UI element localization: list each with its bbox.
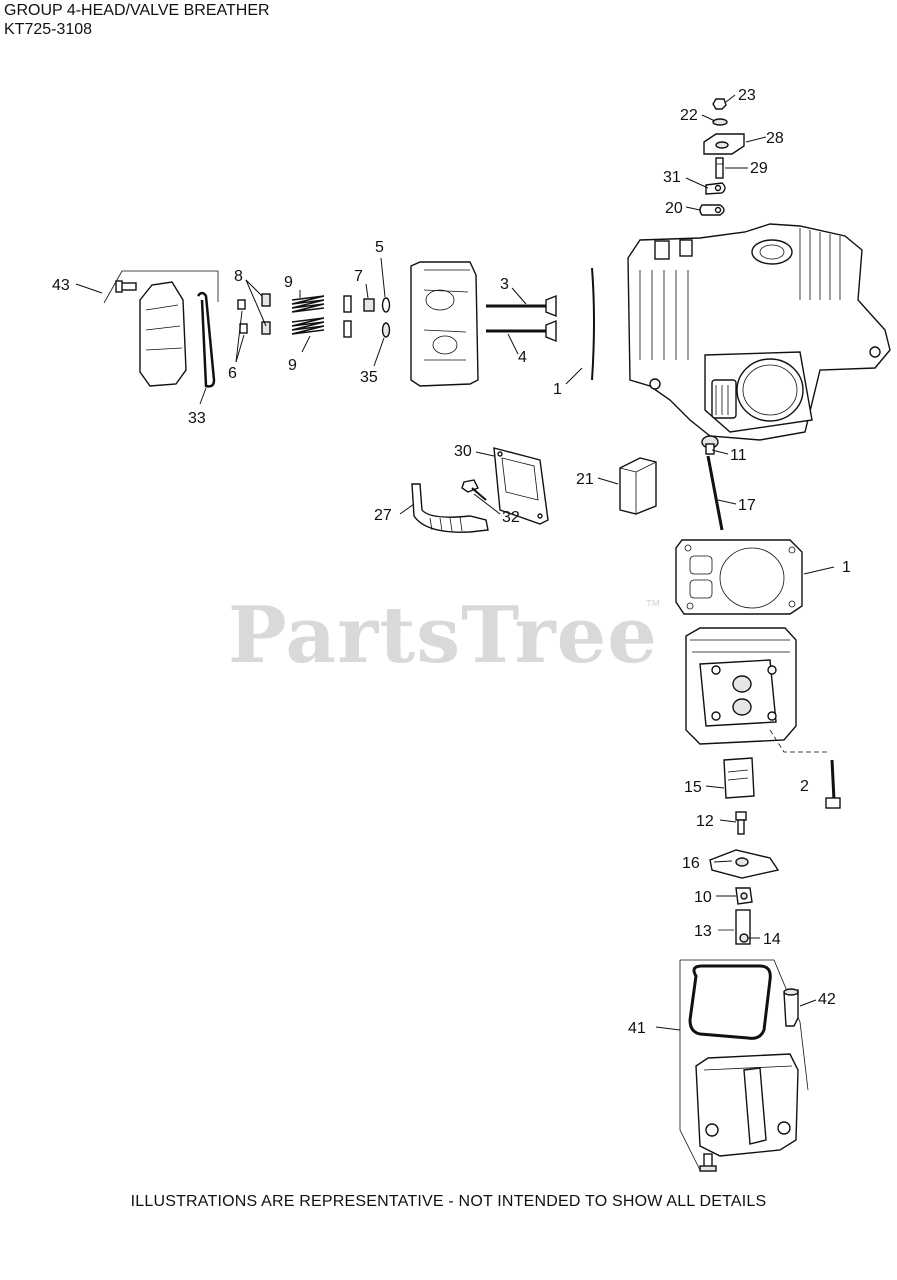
- part-9-valve-spring-lower[interactable]: [291, 317, 325, 335]
- engine-block[interactable]: [627, 223, 891, 441]
- callout-12[interactable]: 12: [696, 813, 714, 830]
- callout-13[interactable]: 13: [694, 923, 712, 940]
- callout-1-gasket-edge[interactable]: 1: [553, 381, 562, 398]
- callout-15[interactable]: 15: [684, 779, 702, 796]
- part-31-bracket[interactable]: [705, 182, 726, 195]
- part-15-guide-plate[interactable]: [723, 757, 755, 799]
- valve-guides[interactable]: [343, 295, 352, 338]
- part-5-seal[interactable]: [381, 297, 391, 313]
- part-11-lifter[interactable]: [701, 435, 719, 455]
- part-17-push-rod[interactable]: [706, 455, 724, 531]
- part-21-filter[interactable]: [619, 457, 657, 515]
- part-16-rocker-arm[interactable]: [709, 849, 780, 879]
- callout-6[interactable]: 6: [228, 365, 237, 382]
- callout-28[interactable]: 28: [766, 130, 784, 147]
- part-8-keeper[interactable]: [261, 293, 271, 335]
- diagram-title: GROUP 4-HEAD/VALVE BREATHER: [4, 2, 270, 19]
- cylinder-head-side-view[interactable]: [410, 261, 479, 387]
- part-14-nut[interactable]: [739, 933, 749, 943]
- callout-5[interactable]: 5: [375, 239, 384, 256]
- part-32-bolt[interactable]: [461, 479, 487, 501]
- watermark-trademark: ™: [645, 598, 661, 615]
- part-4-exhaust-valve[interactable]: [486, 319, 557, 343]
- callout-14[interactable]: 14: [763, 931, 781, 948]
- part-1-head-gasket[interactable]: [675, 539, 803, 615]
- part-9-valve-spring-upper[interactable]: [291, 295, 325, 313]
- part-2-head-bolt[interactable]: [769, 729, 841, 809]
- part-43-breather-cover[interactable]: [103, 270, 219, 387]
- callout-33[interactable]: 33: [188, 410, 206, 427]
- part-27-breather-hose[interactable]: [411, 483, 489, 533]
- callout-9-upper[interactable]: 9: [284, 274, 293, 291]
- callout-21[interactable]: 21: [576, 471, 594, 488]
- callout-29[interactable]: 29: [750, 160, 768, 177]
- callout-41[interactable]: 41: [628, 1020, 646, 1037]
- part-30-breather-plate[interactable]: [493, 447, 549, 525]
- callout-17[interactable]: 17: [738, 497, 756, 514]
- callout-10[interactable]: 10: [694, 889, 712, 906]
- callout-35[interactable]: 35: [360, 369, 378, 386]
- callout-7[interactable]: 7: [354, 268, 363, 285]
- callout-16[interactable]: 16: [682, 855, 700, 872]
- part-20-washer[interactable]: [699, 204, 725, 216]
- callout-30[interactable]: 30: [454, 443, 472, 460]
- model-number: KT725-3108: [4, 21, 93, 38]
- part-10-pivot[interactable]: [735, 887, 753, 905]
- callout-3[interactable]: 3: [500, 276, 509, 293]
- callout-22[interactable]: 22: [680, 107, 698, 124]
- callout-31[interactable]: 31: [663, 169, 681, 186]
- part-7-retainer[interactable]: [363, 298, 375, 312]
- callout-2[interactable]: 2: [800, 778, 809, 795]
- callout-20[interactable]: 20: [665, 200, 683, 217]
- callout-9-lower[interactable]: 9: [288, 357, 297, 374]
- disclaimer-note: ILLUSTRATIONS ARE REPRESENTATIVE - NOT I…: [130, 1193, 767, 1210]
- part-6-keeper[interactable]: [237, 299, 248, 334]
- part-42-breather-fitting[interactable]: [783, 988, 799, 1027]
- part-3-intake-valve[interactable]: [486, 294, 557, 318]
- part-35-seal[interactable]: [381, 322, 391, 338]
- part-29-stud[interactable]: [715, 157, 724, 179]
- watermark-logo: PartsTree: [228, 590, 658, 681]
- callout-1-head-gasket[interactable]: 1: [842, 559, 851, 576]
- leader-lines: [75, 94, 835, 1031]
- part-28-plate[interactable]: [703, 133, 745, 155]
- callout-27[interactable]: 27: [374, 507, 392, 524]
- part-41-valve-cover-kit[interactable]: [679, 959, 809, 1172]
- cylinder-head[interactable]: [685, 627, 797, 745]
- callout-4[interactable]: 4: [518, 349, 527, 366]
- callout-8[interactable]: 8: [234, 268, 243, 285]
- part-1-head-gasket-edge[interactable]: [591, 267, 595, 381]
- callout-32[interactable]: 32: [502, 509, 520, 526]
- callout-43[interactable]: 43: [52, 277, 70, 294]
- part-23-nut[interactable]: [712, 98, 727, 110]
- part-12-rocker-stud[interactable]: [735, 811, 747, 835]
- callout-42[interactable]: 42: [818, 991, 836, 1008]
- callout-11[interactable]: 11: [730, 447, 747, 464]
- part-33-gasket[interactable]: [196, 291, 216, 388]
- callout-23[interactable]: 23: [738, 87, 756, 104]
- part-22-washer[interactable]: [712, 118, 728, 126]
